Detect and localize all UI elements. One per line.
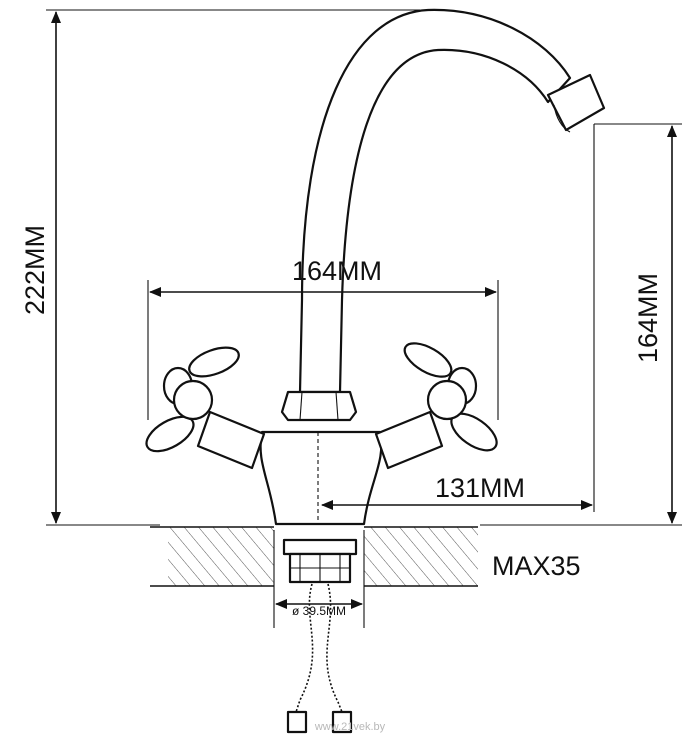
watermark-text: www.21vek.by <box>314 721 386 733</box>
mounting-shank <box>282 538 358 584</box>
max-counter-label: MAX35 <box>492 551 581 581</box>
faucet-spout <box>298 8 606 394</box>
hole-diameter-label: ø 39.5MM <box>292 604 346 618</box>
flexible-hoses <box>286 583 353 734</box>
total-height-label: 222MM <box>20 225 50 315</box>
handle-span-label: 164MM <box>292 256 382 286</box>
dimension-lines <box>46 9 682 628</box>
faucet-base <box>259 430 383 526</box>
spout-height-label: 164MM <box>633 273 663 363</box>
right-handle <box>374 342 498 470</box>
spout-reach-label: 131MM <box>435 473 525 503</box>
left-handle <box>145 346 266 470</box>
central-nut <box>280 390 358 422</box>
